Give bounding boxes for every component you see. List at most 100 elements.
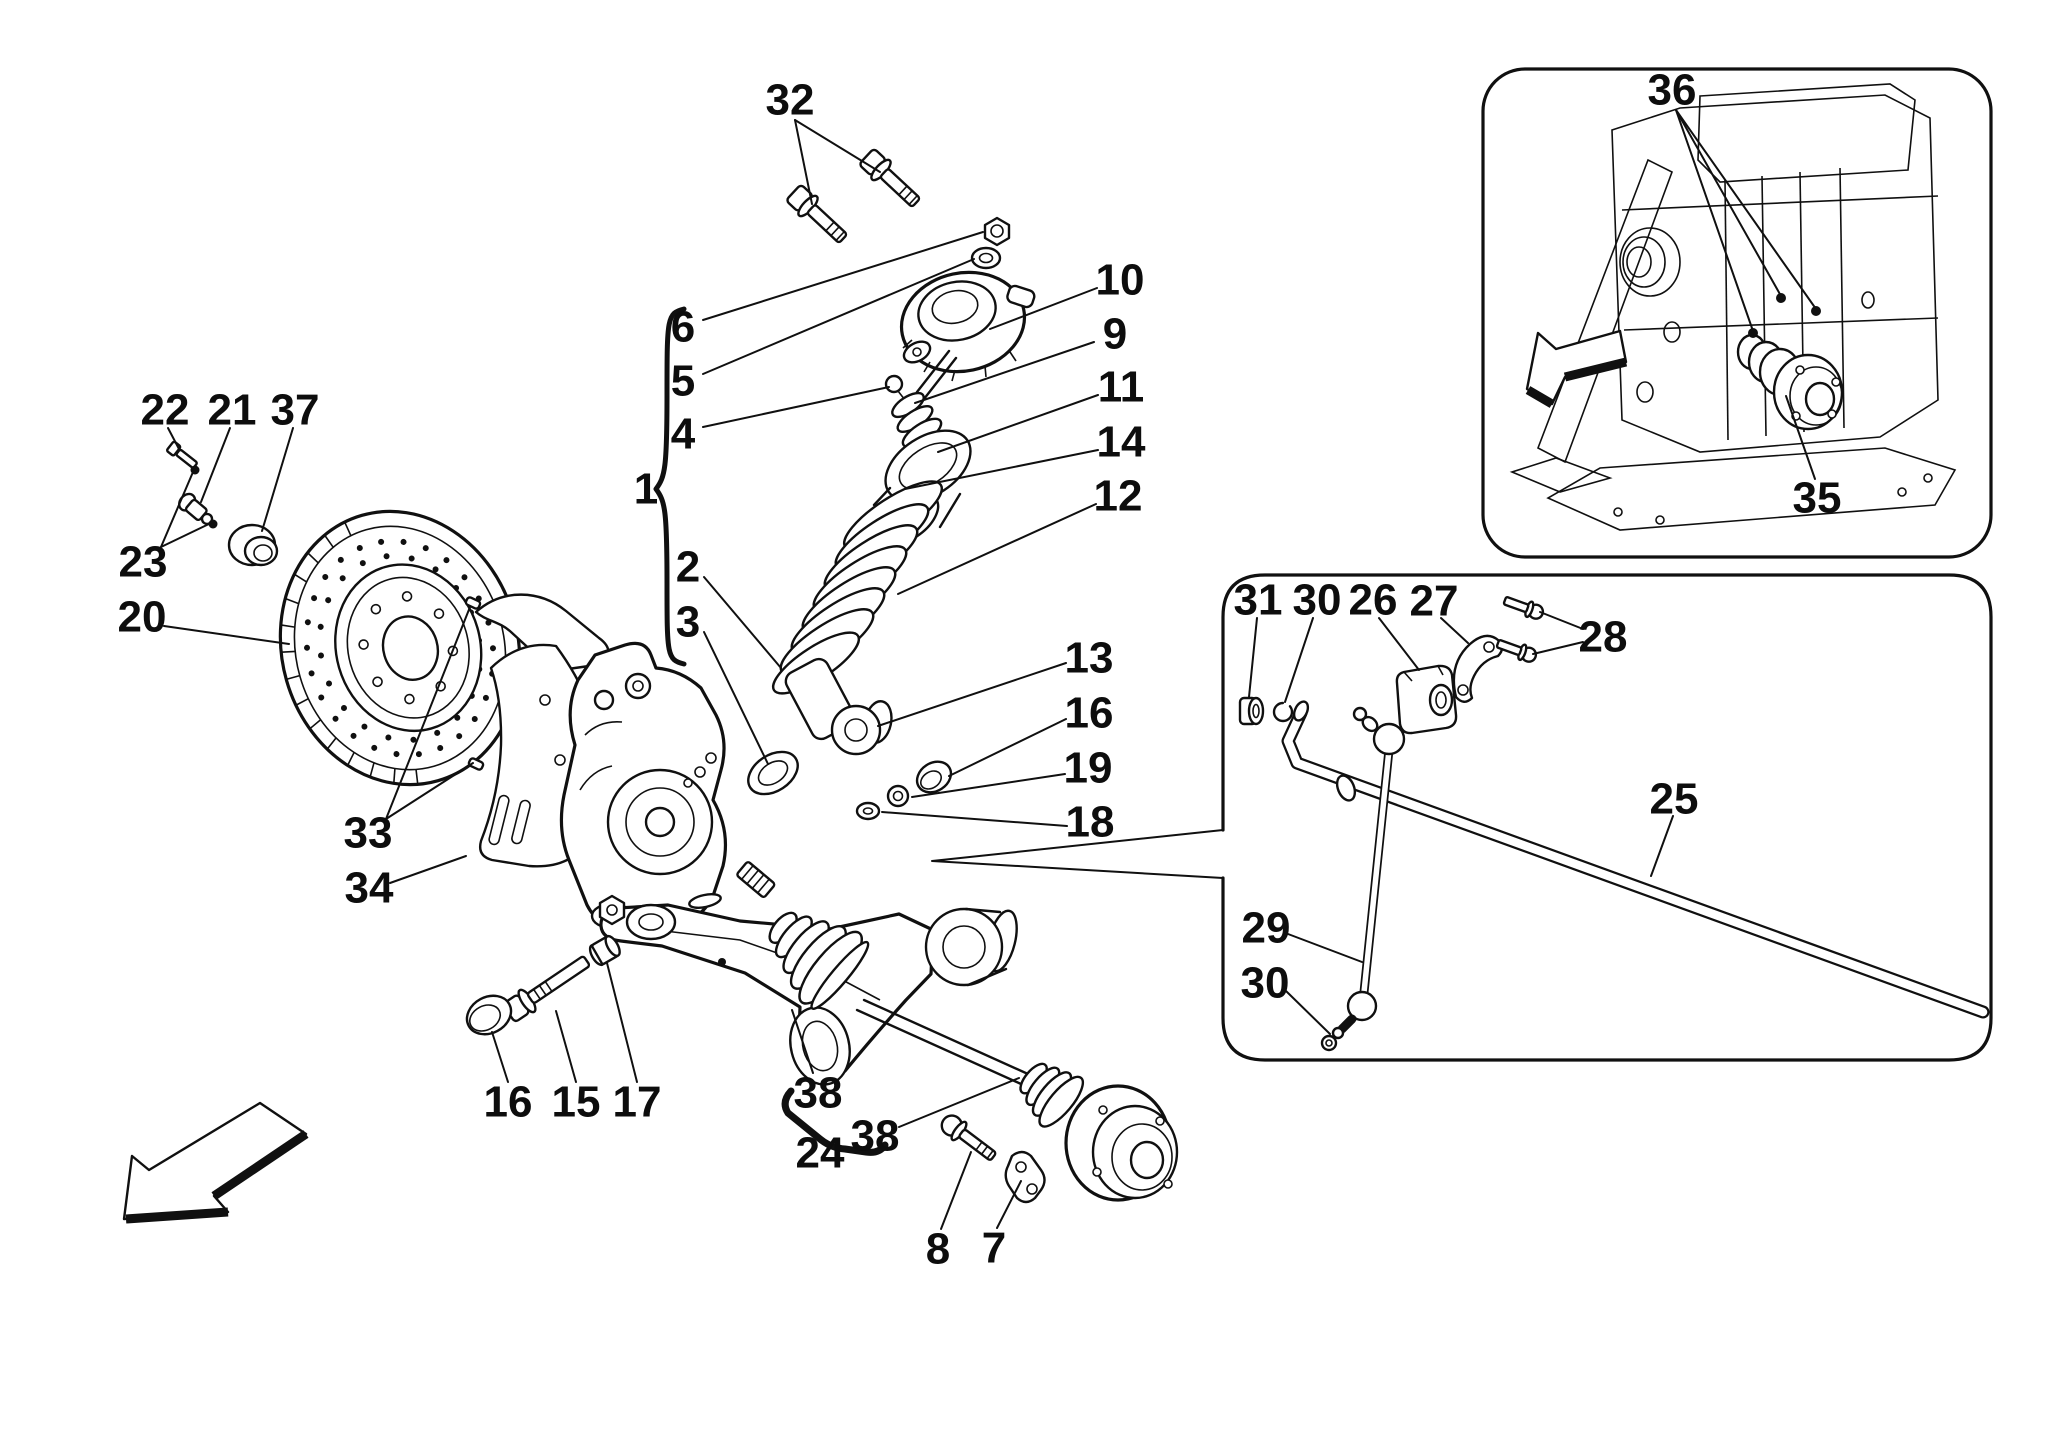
leader-line-29: [1287, 933, 1363, 963]
callout-15: 15: [552, 1078, 601, 1127]
snap-ring-30: [1272, 701, 1294, 723]
bump-stop: [891, 391, 943, 449]
clamp-screws-28: [1495, 596, 1545, 663]
callout-33: 33: [344, 809, 393, 858]
leader-line-5: [702, 258, 975, 375]
inner-cv-boot: [1019, 1062, 1085, 1128]
leader-line-34: [389, 855, 467, 884]
stabilizer-bar-group: [1238, 596, 1990, 1052]
callout-27: 27: [1410, 577, 1459, 626]
callout-36: 36: [1648, 66, 1697, 115]
shield-pins: [464, 596, 485, 771]
cap-37: [227, 523, 279, 567]
leader-line-32: [794, 119, 881, 173]
leader-line-33: [385, 762, 474, 820]
callout-1: 1: [634, 465, 658, 514]
leader-line-12: [897, 503, 1097, 595]
leader-line-9: [914, 341, 1095, 404]
leader-line-8: [940, 1151, 972, 1230]
callout-38: 38: [794, 1069, 843, 1118]
callout-8: 8: [926, 1225, 950, 1274]
callout-28: 28: [1579, 613, 1628, 662]
mount-bushing-26: [1395, 664, 1458, 735]
leader-line-32: [794, 119, 813, 205]
coil-spring: [771, 480, 943, 695]
leader-line-27: [1440, 617, 1469, 644]
washer-18: [855, 801, 881, 821]
callout-29: 29: [1242, 904, 1291, 953]
flange-bolt-8: [940, 1114, 997, 1161]
nut-19: [886, 784, 910, 808]
lock-plate-7: [1004, 1150, 1046, 1204]
strut-mount-bolts: [786, 148, 921, 244]
callout-11: 11: [1098, 363, 1145, 412]
callout-23: 23: [119, 538, 168, 587]
callout-38: 38: [851, 1112, 900, 1161]
leader-line-37: [261, 427, 294, 532]
leader-line-31: [1248, 617, 1258, 698]
callout-26: 26: [1349, 576, 1398, 625]
callout-14: 14: [1097, 418, 1146, 467]
callout-5: 5: [671, 357, 695, 406]
callout-13: 13: [1065, 634, 1114, 683]
callout-19: 19: [1064, 744, 1113, 793]
callout-32: 32: [766, 76, 815, 125]
leader-line-10: [989, 287, 1098, 330]
inset-pointer-wedge: [931, 829, 1224, 879]
callout-30: 30: [1241, 959, 1290, 1008]
stabilizer-inset-box: [1221, 573, 1993, 1062]
leader-line-28: [1532, 641, 1584, 655]
leader-line-28: [1539, 611, 1584, 630]
callout-16: 16: [1065, 689, 1114, 738]
callout-30: 30: [1293, 576, 1342, 625]
group-brace-1: [653, 306, 687, 667]
leader-line-30: [1285, 990, 1331, 1035]
callout-35: 35: [1793, 474, 1842, 523]
callout-37: 37: [271, 386, 320, 435]
driveshaft: [736, 861, 1179, 1202]
leader-line-7: [996, 1180, 1022, 1229]
leader-line-22: [167, 427, 180, 450]
leader-line-13: [877, 662, 1067, 727]
wheel-hub-carrier: [559, 641, 728, 931]
leader-line-3: [703, 631, 769, 765]
strut-nut: [983, 216, 1011, 247]
callout-17: 17: [613, 1078, 662, 1127]
direction-arrow-main: [122, 1101, 309, 1224]
arm-bolt-15: [502, 955, 591, 1023]
callout-12: 12: [1094, 472, 1143, 521]
callout-22: 22: [141, 386, 190, 435]
leader-line-26: [1378, 617, 1420, 671]
subframe-inset-box: [1481, 67, 1993, 559]
callout-18: 18: [1066, 798, 1115, 847]
leader-line-21: [200, 427, 231, 503]
bushing-31: [1238, 696, 1265, 726]
leader-line-17: [606, 962, 638, 1083]
leader-line-6: [702, 231, 984, 321]
leader-line-4: [702, 386, 890, 428]
leader-line-15: [555, 1010, 577, 1083]
callout-9: 9: [1103, 310, 1127, 359]
callout-31: 31: [1234, 576, 1283, 625]
leader-line-11: [937, 394, 1099, 453]
strut-top-mount: [899, 270, 1036, 382]
callout-20: 20: [118, 593, 167, 642]
leader-line-33: [385, 606, 471, 820]
leader-line-36: [1675, 109, 1782, 297]
leader-line-30: [1284, 617, 1314, 703]
direction-arrow-inset: [1525, 329, 1628, 408]
leader-line-23: [160, 471, 194, 548]
leader-line-14: [904, 449, 1099, 490]
callout-6: 6: [671, 303, 695, 352]
leader-line-2: [703, 576, 782, 669]
strut-washer: [970, 246, 1002, 270]
strut-rod: [915, 349, 958, 401]
shock-eye-bushing: [830, 700, 893, 756]
callout-3: 3: [676, 598, 700, 647]
leader-line-16: [491, 1031, 509, 1083]
callout-21: 21: [208, 386, 257, 435]
cap-16-bottom: [465, 994, 513, 1036]
cap-16-right: [915, 760, 953, 794]
leader-line-35: [1785, 395, 1816, 480]
